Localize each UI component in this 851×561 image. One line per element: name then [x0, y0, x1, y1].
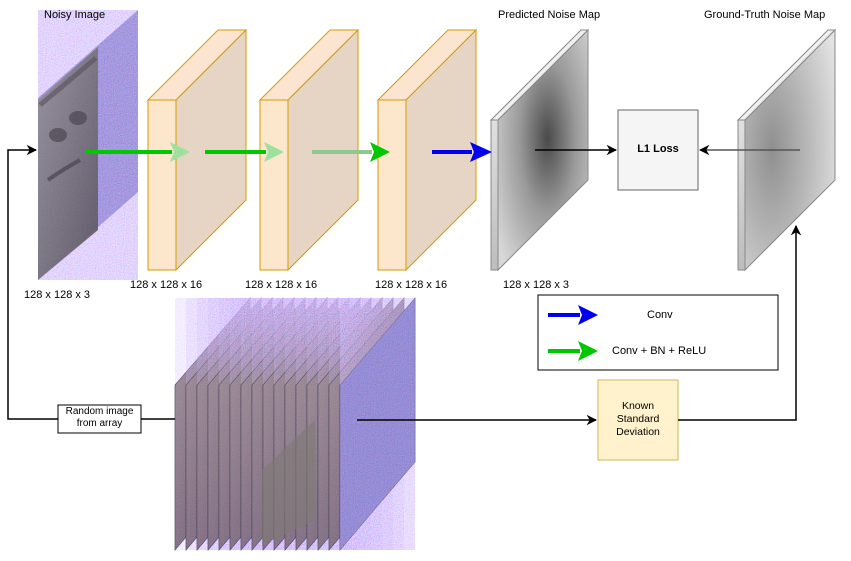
std-label-line2: Standard — [616, 413, 660, 425]
noisy-image-title: Noisy Image — [44, 9, 106, 21]
cbr-arrow-2-head — [264, 142, 284, 162]
dim-label-block3: 128 x 128 x 16 — [375, 279, 448, 291]
conv-block-1-overlay — [140, 22, 250, 274]
std-label: Known Standard Deviation — [598, 400, 678, 439]
std-box — [597, 379, 679, 461]
std-to-gt-arrow — [678, 224, 802, 421]
noisy-input-image — [38, 10, 138, 280]
stack-slice-noise — [340, 298, 415, 550]
dim-label-output: 128 x 128 x 3 — [503, 279, 570, 291]
dim-label-block1: 128 x 128 x 16 — [130, 279, 203, 291]
legend-conv-label: Conv — [647, 309, 673, 321]
legend-conv-arrowhead — [578, 305, 598, 325]
dim-label-input: 128 x 128 x 3 — [24, 289, 91, 301]
std-label-line3: Deviation — [616, 426, 660, 438]
predicted-noise-map-title: Predicted Noise Map — [498, 9, 601, 21]
l1-loss-box — [617, 109, 699, 191]
noisy-image-stack — [174, 297, 416, 551]
legend-box — [537, 294, 779, 371]
dim-label-block2: 128 x 128 x 16 — [245, 279, 318, 291]
ground-truth-noise-map-title: Ground-Truth Noise Map — [704, 9, 826, 21]
legend-cbr-arrowhead — [578, 341, 598, 361]
random-to-input-arrow — [7, 144, 58, 420]
std-label-line1: Known — [621, 400, 655, 412]
cbr-arrow-1-head — [170, 142, 190, 162]
cbr-arrow-3-head — [370, 142, 390, 162]
random-image-label-line2: from array — [76, 418, 123, 429]
legend-cbr-label: Conv + BN + ReLU — [612, 345, 707, 357]
conv-arrow-head — [470, 142, 492, 162]
l1-loss-label: L1 Loss — [637, 143, 679, 155]
random-image-label: Random image from array — [58, 406, 141, 430]
stack-front-face — [262, 420, 315, 545]
random-image-label-line1: Random image — [65, 406, 134, 417]
